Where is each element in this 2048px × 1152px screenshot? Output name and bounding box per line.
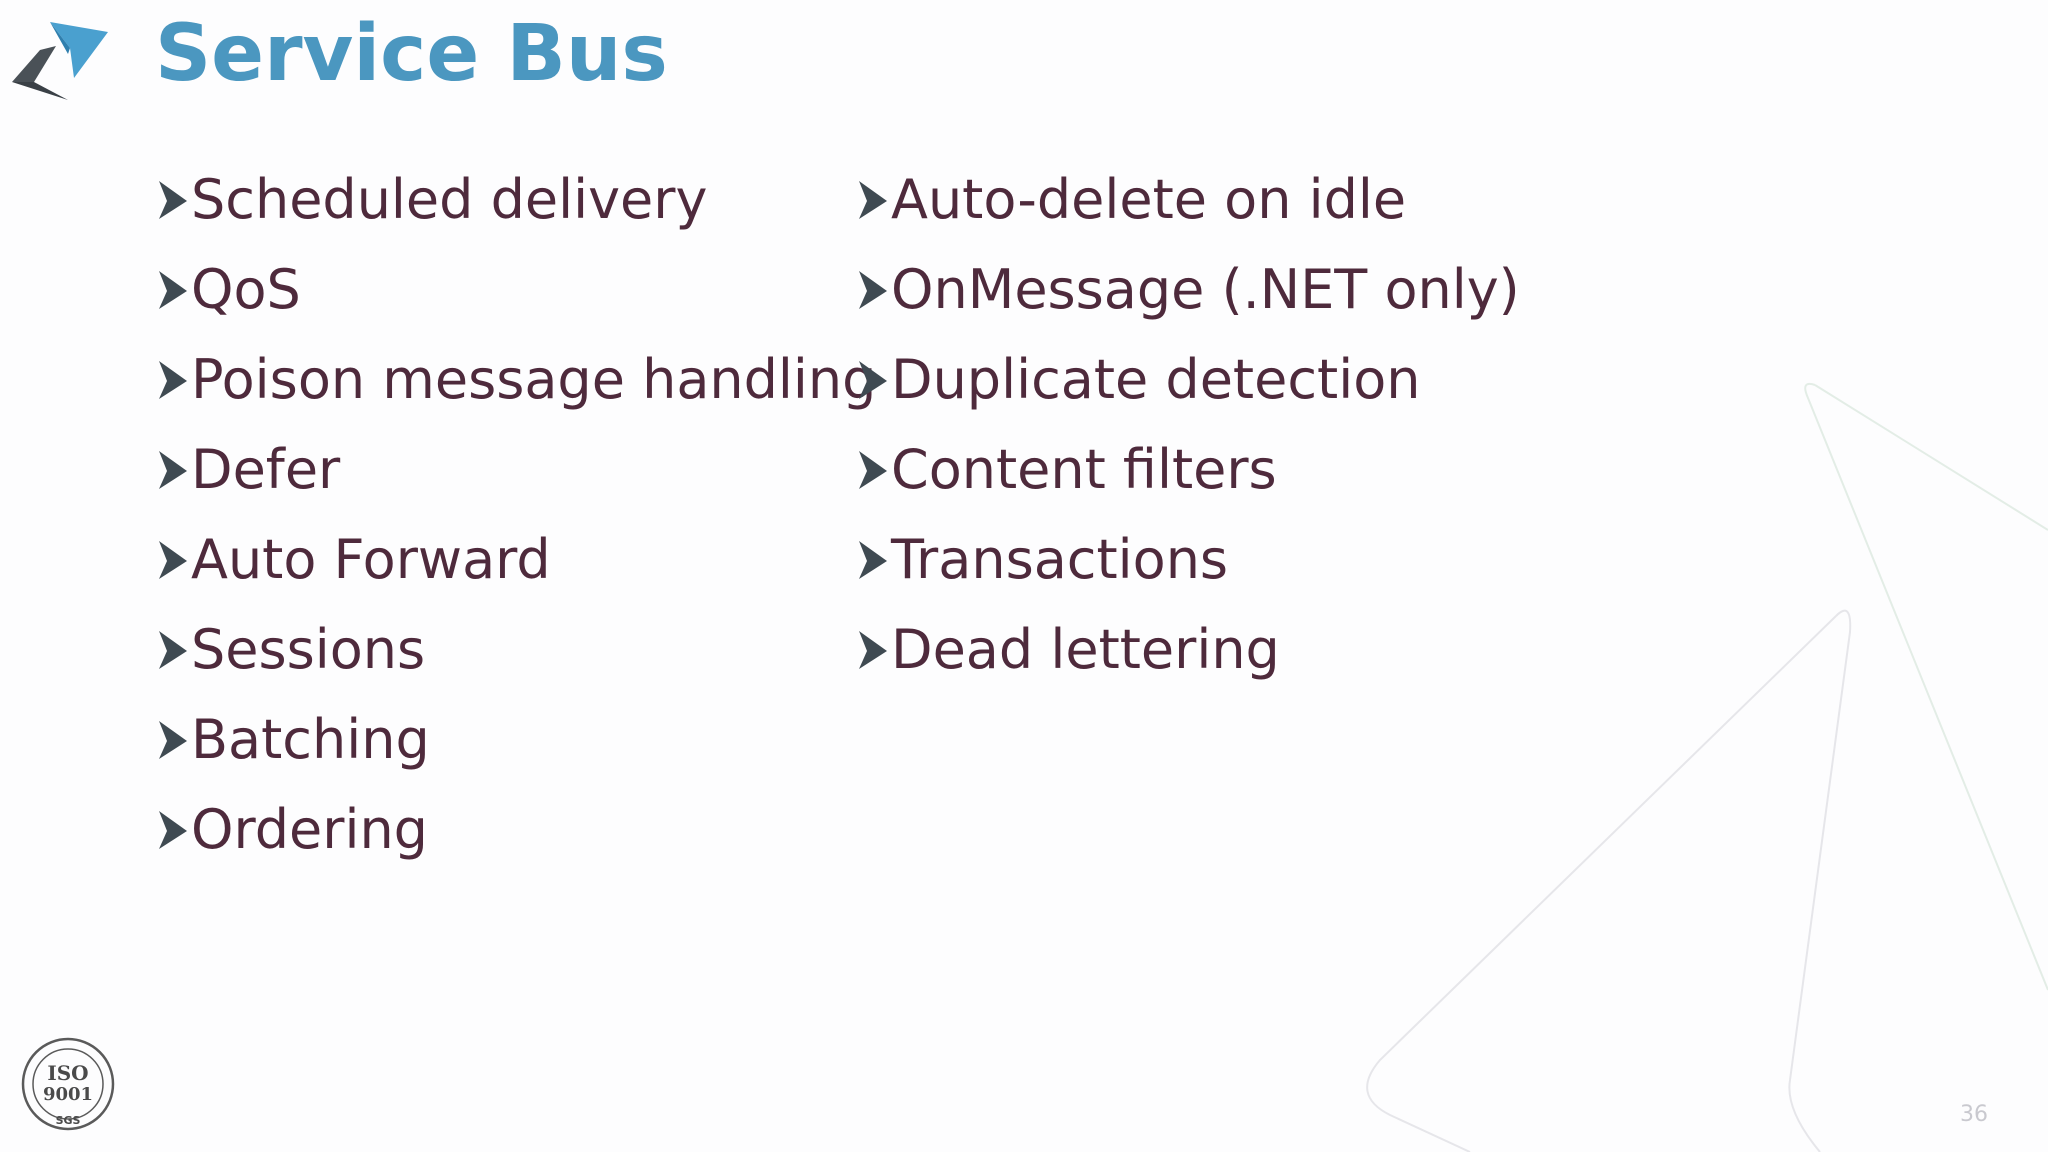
- chevron-arrow-bullet-icon: [159, 811, 187, 849]
- chevron-arrow-bullet-icon: [159, 451, 187, 489]
- slide-title: Service Bus: [155, 9, 668, 99]
- chevron-arrow-bullet-icon: [859, 451, 887, 489]
- list-item-label: Sessions: [191, 618, 426, 681]
- list-item-label: Duplicate detection: [891, 348, 1421, 411]
- list-item: Scheduled delivery: [155, 155, 876, 245]
- chevron-arrow-bullet-icon: [159, 721, 187, 759]
- list-item: Auto-delete on idle: [855, 155, 1520, 245]
- chevron-arrow-bullet-icon: [859, 271, 887, 309]
- list-item-label: Auto-delete on idle: [891, 168, 1407, 231]
- chevron-arrow-bullet-icon: [159, 181, 187, 219]
- chevron-arrow-bullet-icon: [859, 361, 887, 399]
- list-item: Dead lettering: [855, 605, 1520, 695]
- list-item: Sessions: [155, 605, 876, 695]
- list-item-label: Poison message handling: [191, 348, 877, 411]
- list-item-label: Auto Forward: [191, 528, 551, 591]
- badge-number-text: 9001: [43, 1084, 93, 1105]
- list-item-label: Dead lettering: [891, 618, 1280, 681]
- list-item: Transactions: [855, 515, 1520, 605]
- paper-plane-logo-icon: [12, 22, 108, 100]
- chevron-arrow-bullet-icon: [159, 361, 187, 399]
- list-item: OnMessage (.NET only): [855, 245, 1520, 335]
- list-item: Ordering: [155, 785, 876, 875]
- list-item: Poison message handling: [155, 335, 876, 425]
- list-item-label: OnMessage (.NET only): [891, 258, 1520, 321]
- badge-iso-text: ISO: [47, 1061, 88, 1085]
- list-item-label: Scheduled delivery: [191, 168, 708, 231]
- badge-sgs-text: SGS: [56, 1114, 81, 1127]
- feature-list-left: Scheduled delivery QoS Poison message ha…: [155, 155, 876, 875]
- list-item: Auto Forward: [155, 515, 876, 605]
- chevron-arrow-bullet-icon: [159, 541, 187, 579]
- list-item-label: Batching: [191, 708, 430, 771]
- chevron-arrow-bullet-icon: [159, 631, 187, 669]
- chevron-arrow-bullet-icon: [859, 631, 887, 669]
- list-item: Defer: [155, 425, 876, 515]
- list-item-label: Content filters: [891, 438, 1277, 501]
- list-item-label: QoS: [191, 258, 301, 321]
- page-number: 36: [1960, 1102, 1988, 1127]
- chevron-arrow-bullet-icon: [859, 541, 887, 579]
- list-item: Duplicate detection: [855, 335, 1520, 425]
- list-item-label: Ordering: [191, 798, 428, 861]
- iso-certification-seal-icon: ISO 9001 SGS: [21, 1037, 115, 1131]
- list-item-label: Defer: [191, 438, 341, 501]
- list-item: Batching: [155, 695, 876, 785]
- list-item: QoS: [155, 245, 876, 335]
- chevron-arrow-bullet-icon: [159, 271, 187, 309]
- list-item-label: Transactions: [891, 528, 1229, 591]
- list-item: Content filters: [855, 425, 1520, 515]
- feature-list-right: Auto-delete on idle OnMessage (.NET only…: [855, 155, 1520, 695]
- chevron-arrow-bullet-icon: [859, 181, 887, 219]
